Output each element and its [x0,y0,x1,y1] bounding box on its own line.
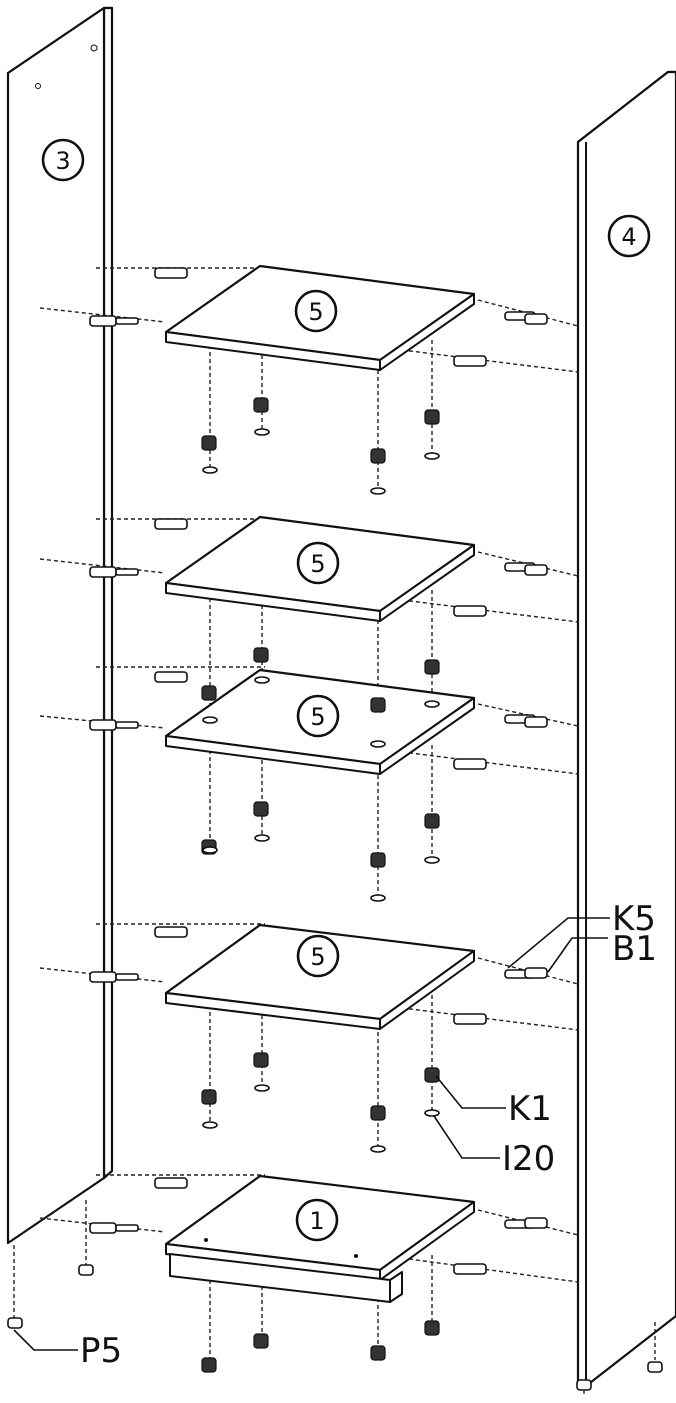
leader-lines [13,917,610,1351]
part-5-marker-shelf-3: 5 [296,694,340,738]
label-b1: B1 [612,929,657,969]
left-side-panel [6,6,114,1245]
feet [7,1264,663,1391]
part-3-marker: 3 [41,138,85,182]
part-5-marker-shelf-1: 5 [294,289,338,333]
part-1-marker: 1 [295,1198,339,1242]
assembly-lines [13,267,656,1395]
part-5-marker-shelf-2: 5 [296,541,340,585]
part-4-marker: 4 [607,214,651,258]
cam-bolts [89,267,548,1275]
svg-text:5: 5 [310,550,325,578]
label-k1: K1 [508,1089,552,1129]
svg-text:3: 3 [55,147,70,175]
label-p5: P5 [80,1331,122,1371]
svg-text:5: 5 [308,298,323,326]
shelf-2 [164,515,476,622]
right-side-panel [576,70,676,1388]
svg-text:5: 5 [310,703,325,731]
svg-text:4: 4 [621,223,636,251]
svg-text:5: 5 [310,943,325,971]
cam-locks [201,397,440,1373]
label-i20: I20 [502,1139,555,1179]
svg-text:1: 1 [309,1207,324,1235]
part-5-marker-shelf-4: 5 [296,934,340,978]
label-k5: K5 [612,899,656,939]
